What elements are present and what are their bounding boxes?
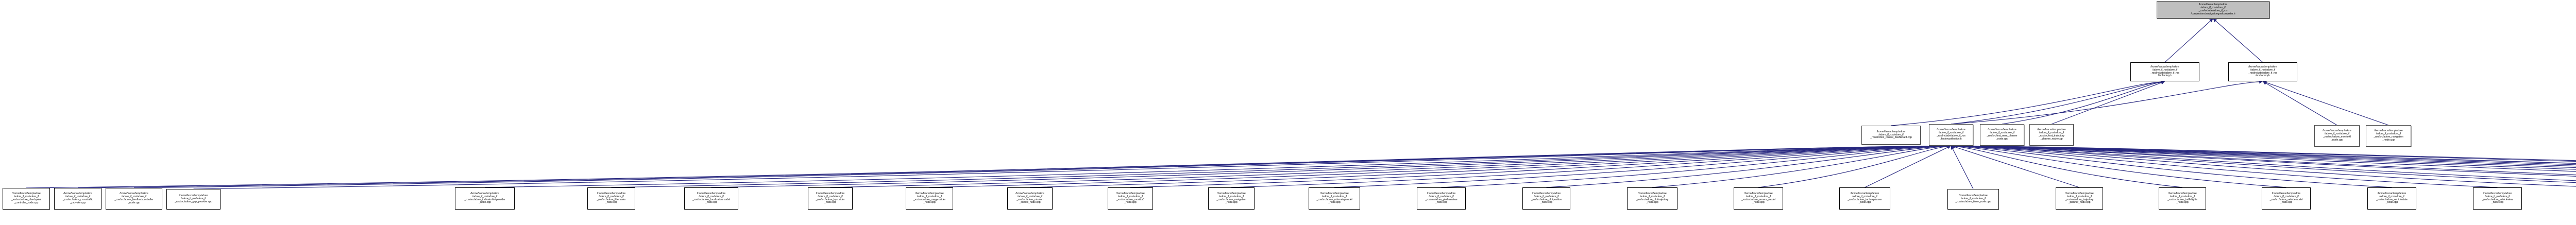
graph-node[interactable]: /home/fascar/temp/adore /adore_if_ros/ad… bbox=[2029, 124, 2074, 146]
graph-node[interactable]: /home/fascar/temp/adore /adore_if_ros/ad… bbox=[1839, 187, 1890, 210]
graph-node-label: /home/fascar/temp/adore /adore_if_ros/ad… bbox=[2150, 65, 2179, 78]
graph-node-label: /home/fascar/temp/adore /adore_if_ros/ad… bbox=[2482, 192, 2513, 204]
graph-node-label: /home/fascar/temp/adore /adore_if_ros/ad… bbox=[2191, 3, 2235, 15]
graph-node[interactable]: /home/fascar/temp/adore /adore_if_ros/ad… bbox=[1108, 187, 1153, 210]
graph-node[interactable]: /home/fascar/temp/adore /adore_if_ros/ad… bbox=[2130, 62, 2199, 81]
graph-node-label: /home/fascar/temp/adore /adore_if_ros/ad… bbox=[816, 192, 845, 204]
graph-node[interactable]: /home/fascar/temp/adore /adore_if_ros/ad… bbox=[1309, 187, 1360, 210]
graph-node-label: /home/fascar/temp/adore /adore_if_ros/ad… bbox=[1216, 192, 1246, 204]
graph-node-label: /home/fascar/temp/adore /adore_if_ros/ad… bbox=[2065, 192, 2094, 204]
graph-node[interactable]: /home/fascar/temp/adore /adore_if_ros/ad… bbox=[106, 188, 162, 210]
graph-node[interactable]: /home/fascar/temp/adore /adore_if_ros/ad… bbox=[1947, 189, 1999, 210]
graph-node[interactable]: /home/fascar/temp/adore /adore_if_ros/ad… bbox=[455, 187, 515, 210]
graph-node[interactable]: /home/fascar/temp/adore /adore_if_ros/ad… bbox=[1980, 124, 2024, 146]
graph-node-label: /home/fascar/temp/adore /adore_if_ros/ad… bbox=[1848, 192, 1882, 204]
graph-node-label: /home/fascar/temp/adore /adore_if_ros/ad… bbox=[597, 192, 626, 204]
graph-node-label: /home/fascar/temp/adore /adore_if_ros/ad… bbox=[913, 192, 946, 204]
graph-node-label: /home/fascar/temp/adore /adore_if_ros/ad… bbox=[1636, 192, 1669, 204]
graph-node[interactable]: /home/fascar/temp/adore /adore_if_ros/ad… bbox=[1007, 187, 1053, 210]
graph-node-label: /home/fascar/temp/adore /adore_if_ros/ad… bbox=[2248, 65, 2277, 78]
graph-node-label: /home/fascar/temp/adore /adore_if_ros/ad… bbox=[692, 192, 730, 204]
graph-node-label: /home/fascar/temp/adore /adore_if_ros/ad… bbox=[1425, 192, 1458, 204]
graph-node-label: /home/fascar/temp/adore /adore_if_ros/ad… bbox=[2269, 192, 2303, 204]
graph-node-label: /home/fascar/temp/adore /adore_if_ros/ad… bbox=[1937, 128, 1965, 141]
graph-node-label: /home/fascar/temp/adore /adore_if_ros/ad… bbox=[1015, 192, 1044, 204]
graph-node[interactable]: /home/fascar/temp/adore /adore_if_ros/ad… bbox=[1208, 187, 1255, 210]
graph-node[interactable]: /home/fascar/temp/adore /adore_if_ros/ad… bbox=[2262, 187, 2311, 210]
graph-node[interactable]: /home/fascar/temp/adore /adore_if_ros/ad… bbox=[1929, 124, 1973, 146]
graph-node[interactable]: /home/fascar/temp/adore /adore_if_ros/ad… bbox=[808, 187, 853, 210]
graph-node-label: /home/fascar/temp/adore /adore_if_ros/ad… bbox=[1531, 192, 1562, 204]
graph-node-label: /home/fascar/temp/adore /adore_if_ros/ad… bbox=[1741, 192, 1776, 204]
graph-node[interactable]: /home/fascar/temp/adore /adore_if_ros/ad… bbox=[684, 187, 738, 210]
graph-node-label: /home/fascar/temp/adore /adore_if_ros/ad… bbox=[2037, 128, 2066, 141]
graph-node[interactable]: /home/fascar/temp/adore /adore_if_ros/ad… bbox=[2366, 125, 2411, 147]
graph-node[interactable]: /home/fascar/temp/adore /adore_if_ros/ad… bbox=[166, 189, 221, 210]
graph-node-label: /home/fascar/temp/adore /adore_if_ros/ad… bbox=[11, 192, 42, 204]
graph-node-label: /home/fascar/temp/adore /adore_if_ros/ad… bbox=[1987, 128, 2018, 141]
graph-node-label: /home/fascar/temp/adore /adore_if_ros/ad… bbox=[114, 192, 154, 204]
graph-node[interactable]: /home/fascar/temp/adore /adore_if_ros/ad… bbox=[1522, 187, 1570, 210]
graph-node[interactable]: /home/fascar/temp/adore /adore_if_ros/ad… bbox=[1861, 126, 1921, 145]
graph-node-label: /home/fascar/temp/adore /adore_if_ros/ad… bbox=[1955, 194, 1991, 203]
graph-node[interactable]: /home/fascar/temp/adore /adore_if_ros/ad… bbox=[3, 188, 50, 210]
graph-node[interactable]: /home/fascar/temp/adore /adore_if_ros/ad… bbox=[2367, 187, 2416, 210]
graph-node[interactable]: /home/fascar/temp/adore /adore_if_ros/ad… bbox=[2159, 187, 2206, 210]
graph-node[interactable]: /home/fascar/temp/adore /adore_if_ros/ad… bbox=[1417, 187, 1466, 210]
graph-node[interactable]: /home/fascar/temp/adore /adore_if_ros/ad… bbox=[1734, 187, 1783, 210]
graph-node[interactable]: /home/fascar/temp/adore /adore_if_ros/ad… bbox=[1627, 187, 1677, 210]
graph-node[interactable]: /home/fascar/temp/adore /adore_if_ros/ad… bbox=[906, 187, 953, 210]
graph-node-label: /home/fascar/temp/adore /adore_if_ros/ad… bbox=[2376, 192, 2408, 204]
graph-node[interactable]: /home/fascar/temp/adore /adore_if_ros/ad… bbox=[2314, 125, 2360, 147]
graph-node-label: /home/fascar/temp/adore /adore_if_ros/ad… bbox=[1316, 192, 1352, 204]
graph-node-label: /home/fascar/temp/adore /adore_if_ros/ad… bbox=[2167, 192, 2197, 204]
graph-node[interactable]: /home/fascar/temp/adore /adore_if_ros/ad… bbox=[2473, 187, 2522, 210]
graph-node-label: /home/fascar/temp/adore /adore_if_ros/ad… bbox=[464, 192, 505, 204]
graph-node-root[interactable]: /home/fascar/temp/adore /adore_if_ros/ad… bbox=[2157, 1, 2269, 19]
graph-node[interactable]: /home/fascar/temp/adore /adore_if_ros/ad… bbox=[54, 188, 101, 210]
graph-node-label: /home/fascar/temp/adore /adore_if_ros/ad… bbox=[2374, 129, 2403, 142]
graph-node-label: /home/fascar/temp/adore /adore_if_ros/ad… bbox=[1116, 192, 1145, 204]
graph-node-label: /home/fascar/temp/adore /adore_if_ros/ad… bbox=[62, 192, 93, 204]
graph-node[interactable]: /home/fascar/temp/adore /adore_if_ros/ad… bbox=[2056, 187, 2103, 210]
graph-node-label: /home/fascar/temp/adore /adore_if_ros/ad… bbox=[1870, 130, 1912, 140]
graph-node[interactable]: /home/fascar/temp/adore /adore_if_ros/ad… bbox=[587, 187, 635, 210]
graph-node-label: /home/fascar/temp/adore /adore_if_ros/ad… bbox=[2323, 129, 2351, 142]
graph-node-label: /home/fascar/temp/adore /adore_if_ros/ad… bbox=[175, 194, 212, 203]
graph-node[interactable]: /home/fascar/temp/adore /adore_if_ros/ad… bbox=[2228, 62, 2297, 81]
